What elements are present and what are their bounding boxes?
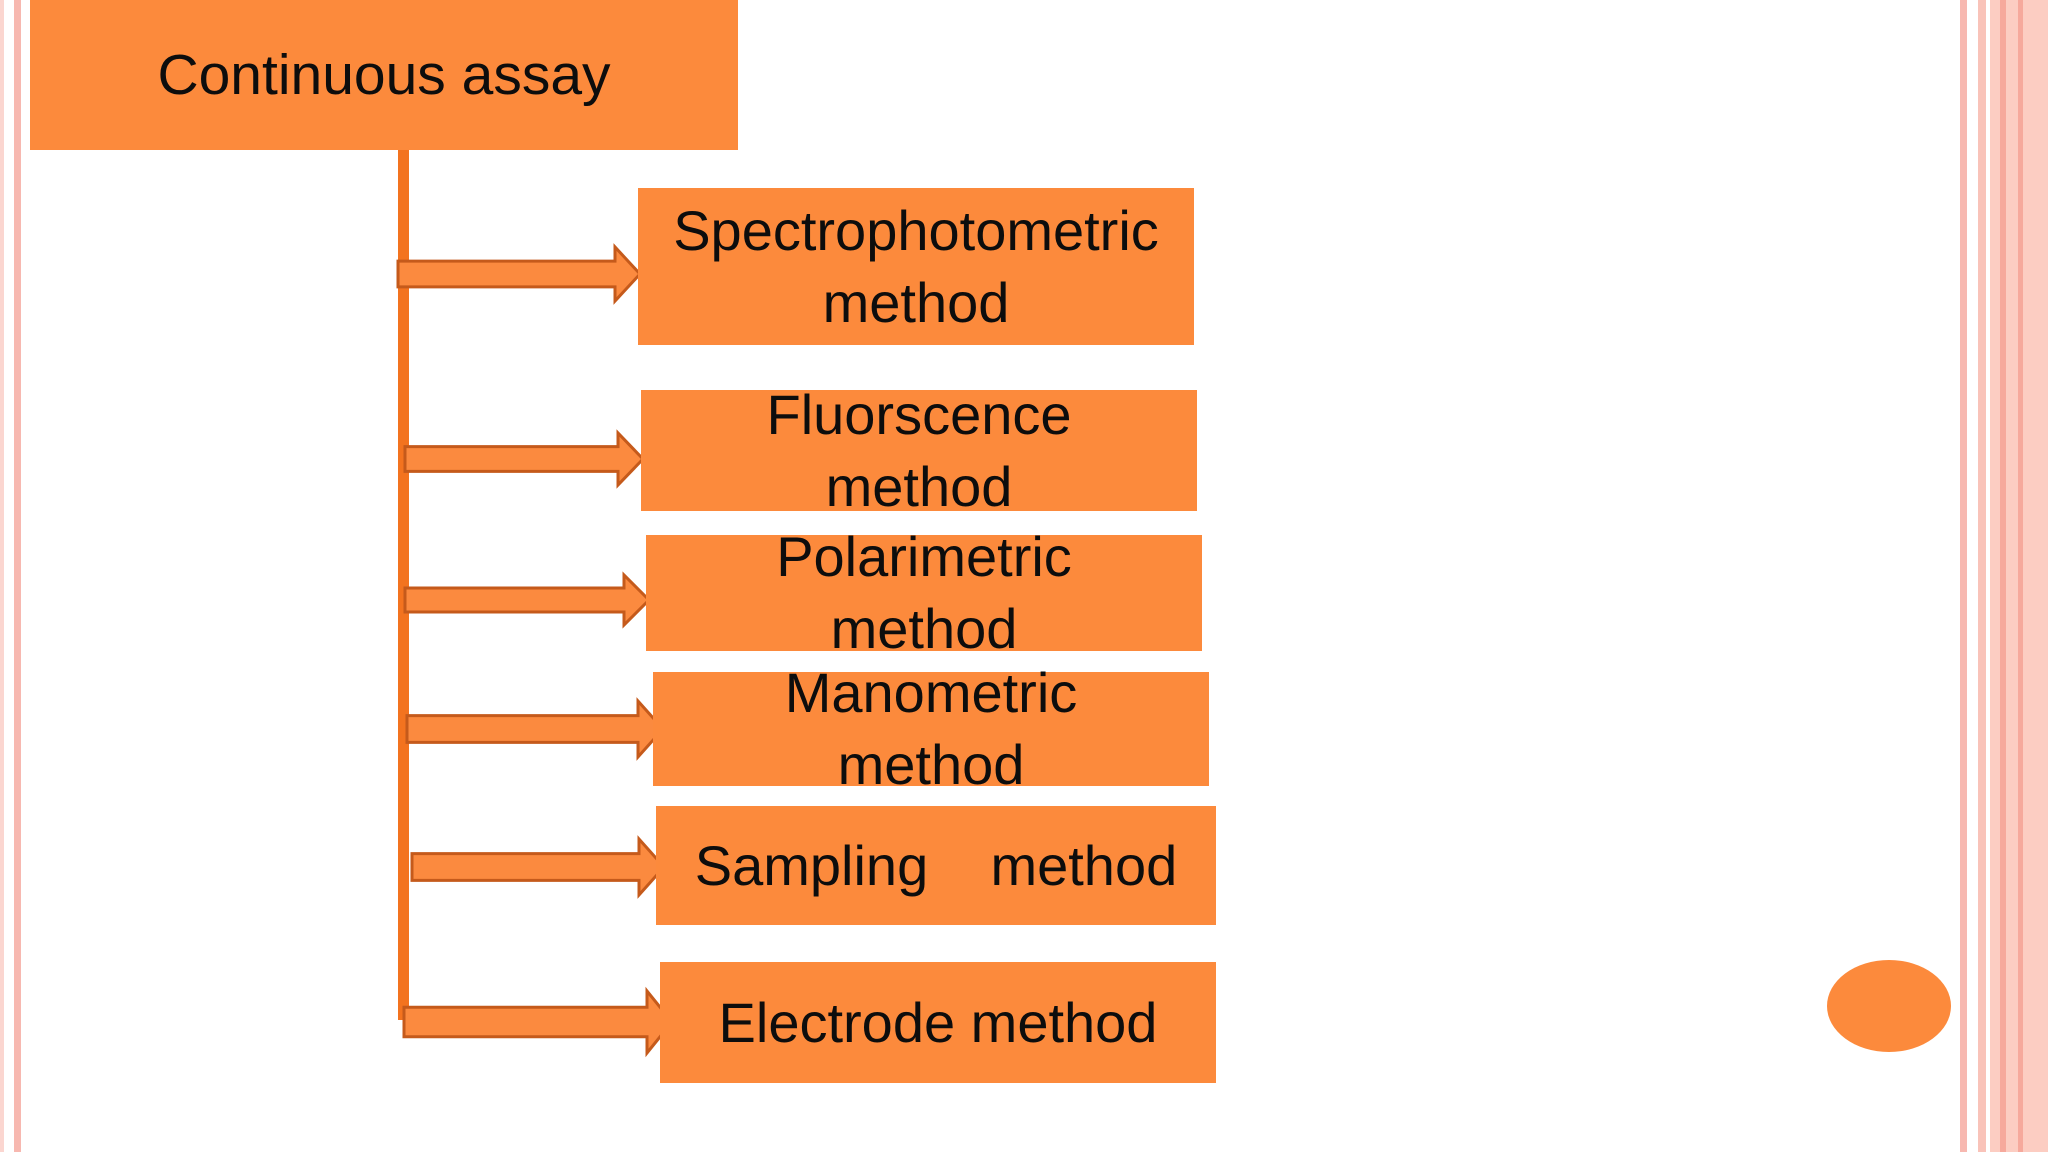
frame-stripe-left-outer bbox=[0, 0, 4, 1152]
connector-arrow-sampling bbox=[410, 835, 667, 899]
child-node-label: Manometric method bbox=[784, 661, 1078, 796]
child-node-sampling: Sampling method bbox=[656, 806, 1216, 925]
frame-stripe-right-1 bbox=[1960, 0, 1967, 1152]
connector-arrow-electrode bbox=[402, 986, 674, 1058]
frame-stripe-right-5 bbox=[2018, 0, 2023, 1152]
child-node-spectrophotometric: Spectrophotometric method bbox=[638, 188, 1194, 345]
child-node-label: Sampling method bbox=[694, 833, 1178, 897]
child-node-fluorscence: Fluorscence method bbox=[641, 383, 1197, 518]
frame-stripe-right-4 bbox=[2000, 0, 2006, 1152]
arrow-shape-fluorscence bbox=[403, 429, 646, 489]
arrow-shape-sampling bbox=[410, 835, 667, 899]
connector-arrow-polarimetric bbox=[403, 571, 652, 629]
child-node-manometric: Manometric method bbox=[653, 661, 1209, 796]
child-node-label: Spectrophotometric method bbox=[673, 198, 1159, 334]
child-node-label: Polarimetric method bbox=[776, 525, 1072, 660]
root-node-label: Continuous assay bbox=[157, 42, 611, 107]
root-node-continuous-assay: Continuous assay bbox=[30, 0, 738, 150]
child-node-label: Electrode method bbox=[718, 990, 1158, 1054]
arrow-shape-polarimetric bbox=[403, 571, 652, 629]
child-node-electrode: Electrode method bbox=[660, 962, 1216, 1083]
connector-arrow-spectrophotometric bbox=[396, 243, 643, 305]
connector-trunk bbox=[398, 150, 409, 1020]
connector-arrow-fluorscence bbox=[403, 429, 646, 489]
arrow-shape-manometric bbox=[405, 697, 666, 761]
child-node-label: Fluorscence method bbox=[766, 382, 1072, 518]
decorative-circle bbox=[1827, 960, 1951, 1052]
child-node-polarimetric: Polarimetric method bbox=[646, 525, 1202, 660]
connector-arrow-manometric bbox=[405, 697, 666, 761]
arrow-shape-spectrophotometric bbox=[396, 243, 643, 305]
frame-stripe-left-inner bbox=[14, 0, 21, 1152]
frame-stripe-right-2 bbox=[1978, 0, 1986, 1152]
arrow-shape-electrode bbox=[402, 986, 674, 1058]
